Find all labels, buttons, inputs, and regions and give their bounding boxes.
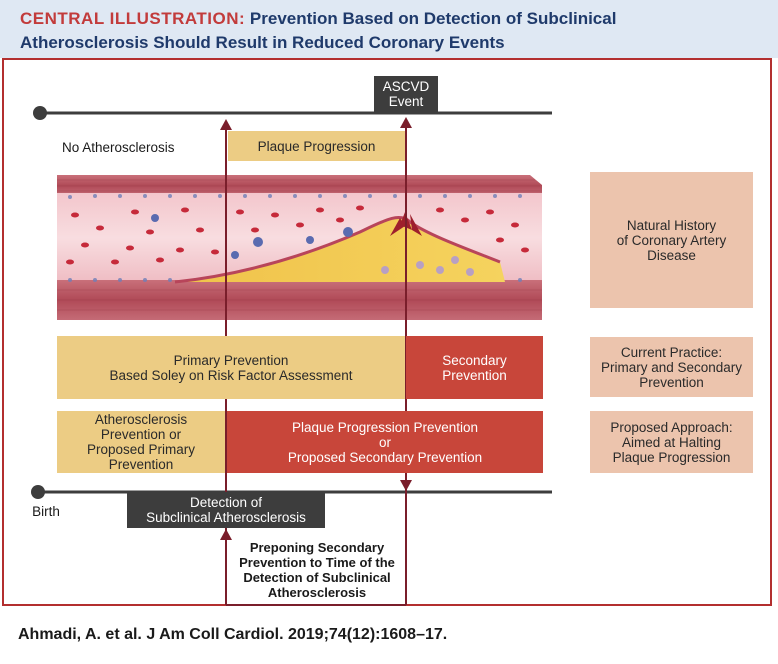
artery-wall-top (57, 175, 542, 196)
left-arrow-head-up (220, 119, 232, 130)
right-arrow-head-down (400, 480, 412, 491)
proposed-approach-label: Proposed Approach: Aimed at Halting Plaq… (590, 411, 753, 473)
preponing-note: Preponing Secondary Prevention to Time o… (239, 540, 395, 600)
detection-box: Detection of Subclinical Atherosclerosis (127, 492, 325, 528)
top-timeline-dot (33, 106, 47, 120)
primary-prevention-box: Primary Prevention Based Soley on Risk F… (57, 336, 405, 399)
right-arrow-head-top (400, 117, 412, 128)
plaque-progression-label: Plaque Progression (228, 131, 405, 161)
plaque-cap (174, 216, 501, 284)
birth-label: Birth (32, 503, 60, 519)
citation: Ahmadi, A. et al. J Am Coll Cardiol. 201… (18, 626, 448, 643)
no-atherosclerosis-label: No Atherosclerosis (62, 139, 175, 155)
ascvd-event-box: ASCVD Event (374, 76, 438, 112)
header-label: CENTRAL ILLUSTRATION: (20, 9, 246, 28)
current-practice-label: Current Practice: Primary and Secondary … (590, 337, 753, 397)
artery (57, 175, 542, 320)
natural-history-label: Natural History of Coronary Artery Disea… (590, 172, 753, 308)
plaque-progression-prevention-box: Plaque Progression Prevention or Propose… (227, 411, 543, 473)
header-banner: CENTRAL ILLUSTRATION: Prevention Based o… (0, 0, 778, 58)
atherosclerosis-prevention-box: Atherosclerosis Prevention or Proposed P… (57, 411, 225, 473)
header-title-line1: CENTRAL ILLUSTRATION: Prevention Based o… (20, 9, 616, 29)
header-title-line2: Atherosclerosis Should Result in Reduced… (20, 33, 505, 52)
header-title-1: Prevention Based on Detection of Subclin… (249, 9, 617, 28)
detection-arrow-head-up (220, 529, 232, 540)
secondary-prevention-box: Secondary Prevention (406, 336, 543, 399)
bottom-timeline-dot (31, 485, 45, 499)
